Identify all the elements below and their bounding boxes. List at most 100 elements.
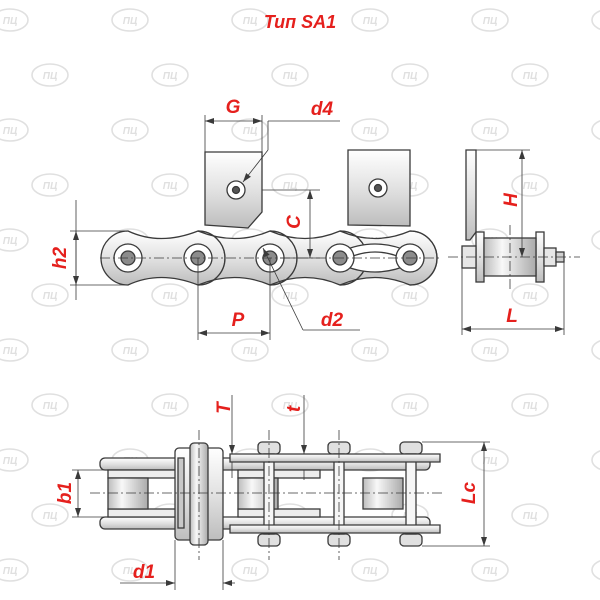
svg-text:ПЦ: ПЦ — [123, 16, 138, 27]
label-T: T — [214, 401, 235, 414]
watermark-logo: ПЦ — [31, 173, 69, 197]
label-C: C — [284, 215, 305, 229]
svg-text:ПЦ: ПЦ — [3, 16, 18, 27]
watermark-logo: ПЦ — [511, 283, 549, 307]
label-t: t — [284, 405, 305, 412]
watermark-logo: ПЦ — [591, 229, 600, 251]
svg-text:ПЦ: ПЦ — [483, 126, 498, 137]
svg-text:ПЦ: ПЦ — [283, 291, 298, 302]
watermark-logo: ПЦ — [471, 118, 509, 142]
label-b1: b1 — [55, 482, 76, 504]
watermark-logo: ПЦ — [111, 8, 149, 32]
watermark-logo: ПЦ — [151, 173, 189, 197]
svg-text:ПЦ: ПЦ — [163, 401, 178, 412]
chain-top-view — [99, 441, 441, 547]
watermark-logo: ПЦ — [0, 118, 29, 142]
svg-text:ПЦ: ПЦ — [363, 126, 378, 137]
watermark-logo: ПЦ — [271, 283, 309, 307]
watermark-logo: ПЦ — [31, 283, 69, 307]
svg-text:ПЦ: ПЦ — [43, 71, 58, 82]
watermark-logo: ПЦ — [111, 118, 149, 142]
svg-text:ПЦ: ПЦ — [483, 16, 498, 27]
svg-text:ПЦ: ПЦ — [403, 291, 418, 302]
label-G: G — [226, 97, 241, 118]
svg-text:ПЦ: ПЦ — [283, 401, 298, 412]
watermark-logo: ПЦ — [0, 228, 29, 252]
svg-text:ПЦ: ПЦ — [43, 511, 58, 522]
watermark-logo: ПЦ — [511, 63, 549, 87]
watermark-logo: ПЦ — [391, 283, 429, 307]
watermark-logo: ПЦ — [231, 338, 269, 362]
watermark-logo: ПЦ — [511, 393, 549, 417]
chain-end-view — [461, 149, 565, 283]
svg-text:ПЦ: ПЦ — [123, 126, 138, 137]
watermark-logo: ПЦ — [31, 393, 69, 417]
watermark-logo: ПЦ — [351, 8, 389, 32]
watermark-logo: ПЦ — [271, 63, 309, 87]
watermark-logo: ПЦ — [0, 8, 29, 32]
watermark-logo: ПЦ — [0, 558, 29, 582]
watermark-logo: ПЦ — [31, 503, 69, 527]
watermark-logo: ПЦ — [391, 63, 429, 87]
svg-text:ПЦ: ПЦ — [483, 566, 498, 577]
svg-text:ПЦ: ПЦ — [363, 16, 378, 27]
svg-text:ПЦ: ПЦ — [403, 71, 418, 82]
watermark-logo: ПЦ — [151, 393, 189, 417]
svg-text:ПЦ: ПЦ — [283, 181, 298, 192]
watermark-logo: ПЦ — [591, 339, 600, 361]
svg-text:ПЦ: ПЦ — [3, 346, 18, 357]
watermark-logo: ПЦ — [471, 338, 509, 362]
svg-text:ПЦ: ПЦ — [523, 181, 538, 192]
svg-text:ПЦ: ПЦ — [363, 566, 378, 577]
watermark-logo: ПЦ — [471, 8, 509, 32]
label-h2: h2 — [50, 246, 71, 269]
watermark-logo: ПЦ — [271, 173, 309, 197]
svg-text:ПЦ: ПЦ — [3, 456, 18, 467]
svg-text:ПЦ: ПЦ — [43, 291, 58, 302]
svg-text:ПЦ: ПЦ — [43, 401, 58, 412]
bottom-dimension-lines — [72, 395, 490, 590]
label-L: L — [506, 306, 518, 327]
diagram-title: Тип SA1 — [264, 12, 336, 32]
watermark-logo: ПЦ — [0, 448, 29, 472]
watermark-logo: ПЦ — [231, 118, 269, 142]
dimension-labels: G d4 C h2 P d2 H L T t b1 Lc d1 — [50, 97, 522, 583]
svg-text:ПЦ: ПЦ — [403, 401, 418, 412]
watermark-layer: ПЦ ПЦ ПЦ ПЦ ПЦ ПЦ ПЦ ПЦ ПЦ ПЦ ПЦ ПЦ ПЦ ПЦ ПЦ ПЦ ПЦ ПЦ ПЦ ПЦ… — [0, 8, 600, 582]
svg-text:ПЦ: ПЦ — [123, 346, 138, 357]
watermark-logo: ПЦ — [391, 393, 429, 417]
end-dimension-lines — [448, 149, 580, 335]
watermark-logo: ПЦ — [271, 393, 309, 417]
watermark-logo: ПЦ — [111, 338, 149, 362]
label-d1: d1 — [133, 562, 155, 583]
svg-text:ПЦ: ПЦ — [363, 346, 378, 357]
watermark-logo: ПЦ — [471, 558, 509, 582]
watermark-logo: ПЦ — [591, 449, 600, 471]
label-d2: d2 — [321, 310, 344, 331]
svg-text:ПЦ: ПЦ — [243, 566, 258, 577]
watermark-logo: ПЦ — [111, 558, 149, 582]
svg-text:ПЦ: ПЦ — [3, 236, 18, 247]
svg-text:ПЦ: ПЦ — [243, 346, 258, 357]
watermark-logo: ПЦ — [591, 9, 600, 31]
label-H: H — [501, 192, 522, 207]
watermark-logo: ПЦ — [151, 63, 189, 87]
top-dimension-lines — [70, 115, 440, 340]
watermark-logo: ПЦ — [511, 503, 549, 527]
watermark-logo: ПЦ — [471, 448, 509, 472]
svg-text:ПЦ: ПЦ — [163, 291, 178, 302]
chain-side-view — [100, 149, 438, 286]
label-d4: d4 — [311, 99, 334, 120]
watermark-logo: ПЦ — [231, 558, 269, 582]
svg-text:ПЦ: ПЦ — [243, 126, 258, 137]
svg-text:ПЦ: ПЦ — [123, 566, 138, 577]
watermark-logo: ПЦ — [511, 173, 549, 197]
svg-text:ПЦ: ПЦ — [43, 181, 58, 192]
svg-text:ПЦ: ПЦ — [163, 181, 178, 192]
svg-text:ПЦ: ПЦ — [283, 71, 298, 82]
svg-text:ПЦ: ПЦ — [523, 511, 538, 522]
watermark-logo: ПЦ — [591, 559, 600, 581]
watermark-logo: ПЦ — [351, 118, 389, 142]
watermark-logo: ПЦ — [151, 283, 189, 307]
